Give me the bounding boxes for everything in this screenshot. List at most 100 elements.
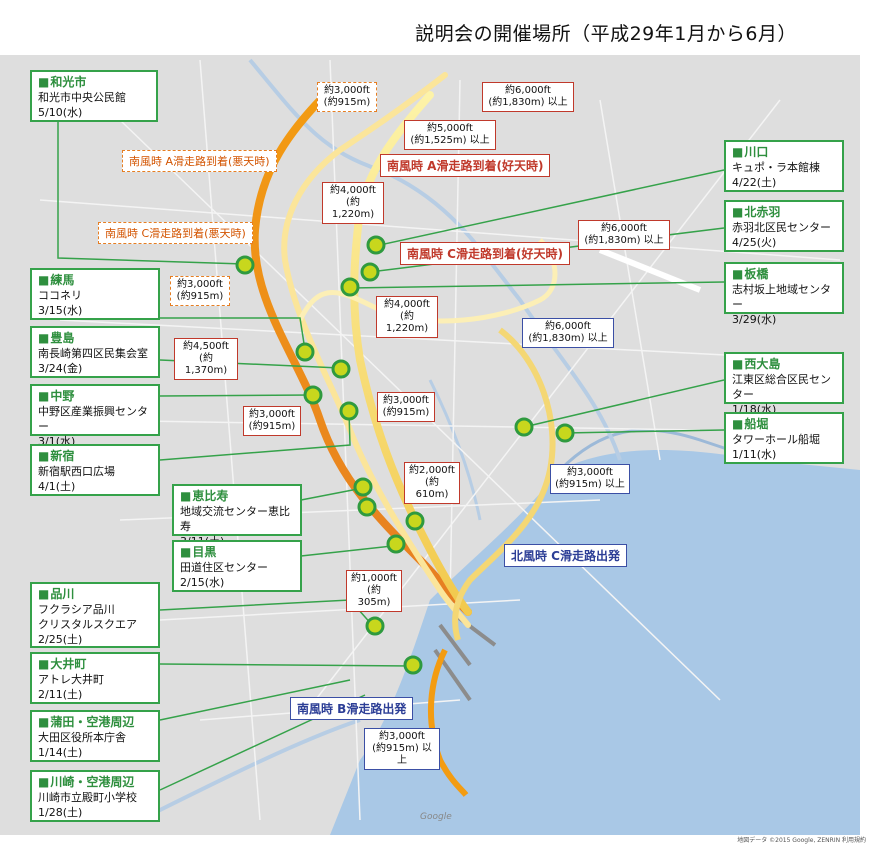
venue-name: 新宿 [38, 449, 152, 464]
altitude-label: 約3,000ft(約915m) [170, 276, 230, 306]
altitude-m: (約1,830m) 以上 [584, 235, 664, 246]
altitude-ft: 約6,000ft [601, 223, 647, 234]
venue-shinagawa[interactable]: 品川 フクラシア品川 クリスタルスクエア 2/25(土) [30, 582, 160, 648]
altitude-ft: 約3,000ft [324, 85, 370, 96]
venue-dots [235, 235, 575, 675]
altitude-label: 約3,000ft(約915m) [243, 406, 301, 436]
venue-date: 2/15(水) [180, 576, 225, 589]
venue-kawaguchi[interactable]: 川口 キュポ・ラ本館棟 4/22(土) [724, 140, 844, 192]
venue-date: 5/10(水) [38, 106, 83, 119]
venue-place: キュポ・ラ本館棟 [732, 161, 820, 174]
route-c-good [281, 72, 471, 628]
altitude-ft: 約4,000ft [384, 299, 430, 310]
venue-name: 大井町 [38, 657, 152, 672]
venue-oimachi[interactable]: 大井町 アトレ大井町 2/11(土) [30, 652, 160, 704]
venue-place: 地域交流センター恵比寿 [180, 505, 290, 533]
google-logo: Google [420, 812, 452, 822]
venue-name: 目黒 [180, 545, 294, 560]
venue-place-2: クリスタルスクエア [38, 618, 137, 631]
altitude-label: 約3,000ft(約915m) [377, 392, 435, 422]
altitude-m: (約1,220m) [385, 311, 429, 334]
route-c-turn [297, 238, 558, 324]
altitude-label: 約3,000ft(約915m) 以上 [550, 464, 630, 494]
route-north-c [452, 327, 556, 641]
venue-name: 川崎・空港周辺 [38, 775, 152, 790]
altitude-m: (約610m) [415, 477, 449, 500]
venue-place: 川崎市立殿町小学校 [38, 791, 137, 804]
venue-kamata[interactable]: 蒲田・空港周辺 大田区役所本庁舎 1/14(土) [30, 710, 160, 762]
altitude-label: 約4,000ft(約1,220m) [322, 182, 384, 224]
venue-date: 1/14(土) [38, 746, 83, 759]
river-sumida [428, 379, 482, 521]
venue-date: 3/15(水) [38, 304, 83, 317]
venue-nakano[interactable]: 中野 中野区産業振興センター 3/1(水) [30, 384, 160, 448]
route-a-good [350, 91, 472, 616]
altitude-label: 約4,500ft(約1,370m) [174, 338, 238, 380]
venue-shinjuku[interactable]: 新宿 新宿駅西口広場 4/1(土) [30, 444, 160, 496]
altitude-label: 約1,000ft(約305m) [346, 570, 402, 612]
route-title-a-good: 南風時 A滑走路到着(好天時) [380, 154, 551, 177]
route-title-north-c: 北風時 C滑走路出発 [504, 544, 627, 567]
venue-date: 4/1(土) [38, 480, 76, 493]
tokyo-bay [330, 450, 860, 835]
altitude-m: (約1,220m) [331, 197, 375, 220]
altitude-ft: 約4,500ft [183, 341, 229, 352]
altitude-m: (約915m) [382, 407, 430, 418]
venue-name: 練馬 [38, 273, 152, 288]
altitude-ft: 約3,000ft [249, 409, 295, 420]
altitude-m: (約1,830m) 以上 [528, 333, 608, 344]
venue-place: 新宿駅西口広場 [38, 465, 115, 478]
venue-nishiojima[interactable]: 西大島 江東区総合区民センター 1/18(水) [724, 352, 844, 416]
altitude-label: 約2,000ft(約610m) [404, 462, 460, 504]
altitude-m: (約915m) 以上 [555, 479, 625, 490]
venue-name: 和光市 [38, 75, 150, 90]
venue-name: 蒲田・空港周辺 [38, 715, 152, 730]
venue-place: 南長崎第四区民集会室 [38, 347, 148, 360]
river-tama [139, 718, 361, 822]
altitude-ft: 約4,000ft [330, 185, 376, 196]
venue-toshima[interactable]: 豊島 南長崎第四区民集会室 3/24(金) [30, 326, 160, 378]
venue-date: 3/24(金) [38, 362, 83, 375]
altitude-label: 約3,000ft(約915m) 以上 [364, 728, 440, 770]
altitude-m: (約1,370m) [184, 353, 228, 376]
venue-kawasaki[interactable]: 川崎・空港周辺 川崎市立殿町小学校 1/28(土) [30, 770, 160, 822]
altitude-ft: 約5,000ft [427, 123, 473, 134]
altitude-m: (約915m) [248, 421, 296, 432]
venue-place: 田道住区センター [180, 561, 268, 574]
altitude-m: (約915m) 以上 [372, 743, 432, 766]
page-title: 説明会の開催場所（平成29年1月から6月） [360, 10, 852, 55]
venue-name: 豊島 [38, 331, 152, 346]
altitude-ft: 約6,000ft [505, 85, 551, 96]
venue-wako[interactable]: 和光市 和光市中央公民館 5/10(水) [30, 70, 158, 122]
venue-ebisu[interactable]: 恵比寿 地域交流センター恵比寿 3/11(土) [172, 484, 302, 548]
altitude-ft: 約3,000ft [177, 279, 223, 290]
venue-place: 江東区総合区民センター [732, 373, 831, 401]
venue-meguro[interactable]: 目黒 田道住区センター 2/15(水) [172, 540, 302, 592]
venue-date: 2/25(土) [38, 633, 83, 646]
altitude-label: 約6,000ft(約1,830m) 以上 [482, 82, 574, 112]
altitude-ft: 約6,000ft [545, 321, 591, 332]
venue-name: 品川 [38, 587, 152, 602]
altitude-label: 約4,000ft(約1,220m) [376, 296, 438, 338]
altitude-m: (約1,830m) 以上 [488, 97, 568, 108]
altitude-label: 約6,000ft(約1,830m) 以上 [578, 220, 670, 250]
venue-place: 中野区産業振興センター [38, 405, 148, 433]
route-title-south-b: 南風時 B滑走路出発 [290, 697, 414, 720]
venue-funabori[interactable]: 船堀 タワーホール船堀 1/11(水) [724, 412, 844, 464]
altitude-m: (約915m) [176, 291, 224, 302]
altitude-m: (約915m) [323, 97, 371, 108]
venue-itabashi[interactable]: 板橋 志村坂上地域センター 3/29(水) [724, 262, 844, 326]
venue-place: 赤羽北区民センター [732, 221, 831, 234]
venue-nerima[interactable]: 練馬 ココネリ 3/15(水) [30, 268, 160, 320]
venue-kitaakabane[interactable]: 北赤羽 赤羽北区民センター 4/25(火) [724, 200, 844, 252]
altitude-label: 約5,000ft(約1,525m) 以上 [404, 120, 496, 150]
venue-date: 4/25(火) [732, 236, 777, 249]
altitude-ft: 約3,000ft [379, 731, 425, 742]
venue-place: 和光市中央公民館 [38, 91, 126, 104]
altitude-ft: 約3,000ft [383, 395, 429, 406]
venue-date: 4/22(土) [732, 176, 777, 189]
venue-name: 板橋 [732, 267, 836, 282]
venue-date: 1/28(土) [38, 806, 83, 819]
venue-name: 船堀 [732, 417, 836, 432]
